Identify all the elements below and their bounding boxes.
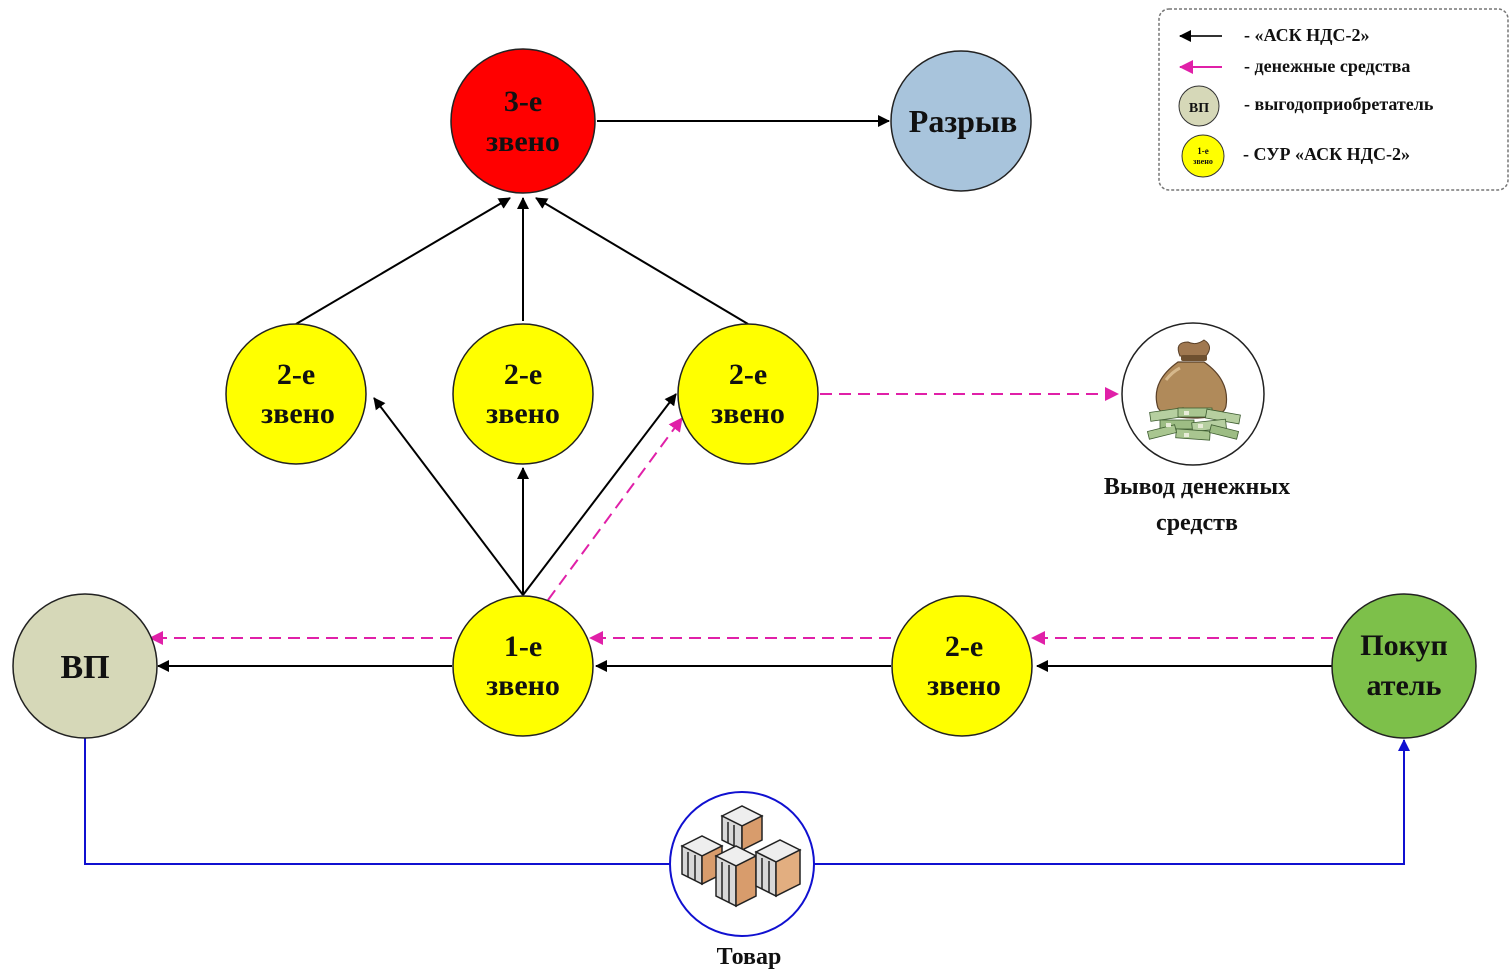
node-vp-circle xyxy=(12,593,158,739)
legend: - «АСК НДС-2» - денежные средства ВП - в… xyxy=(1158,8,1509,191)
node-second-right-line1: 2-е xyxy=(729,358,767,391)
boxes-icon xyxy=(680,805,802,908)
legend-item-sur: 1-е звено - СУР «АСК НДС-2» xyxy=(1181,134,1410,178)
node-first-link-line1: 1-е xyxy=(504,630,542,663)
legend-sur-symbol xyxy=(1181,134,1225,178)
goods-node: Товар xyxy=(669,791,815,970)
node-second-mid-circle xyxy=(452,323,594,465)
node-second-right-line2: звено xyxy=(711,397,785,430)
node-buyer-line2: атель xyxy=(1367,669,1442,702)
node-second-mid: 2-е звено xyxy=(452,323,594,465)
node-first-link-circle xyxy=(452,595,594,737)
node-second-mid-line1: 2-е xyxy=(504,358,542,391)
node-vp: ВП xyxy=(12,593,158,739)
legend-beneficiary-symbol-text: ВП xyxy=(1189,101,1209,116)
node-buyer-line1: Покуп xyxy=(1360,629,1447,662)
legend-beneficiary-symbol xyxy=(1178,85,1220,127)
money-withdrawal-caption-line2: средств xyxy=(1156,510,1238,536)
node-second-bottom-line2: звено xyxy=(927,669,1001,702)
money-arrows xyxy=(149,387,1333,645)
node-second-left-line1: 2-е xyxy=(277,358,315,391)
legend-item-beneficiary: ВП - выгодоприобретатель xyxy=(1178,85,1434,127)
node-buyer: Покуп атель xyxy=(1331,593,1477,739)
node-buyer-circle xyxy=(1331,593,1477,739)
money-withdrawal-caption-line1: Вывод денежных xyxy=(1104,474,1290,500)
node-break-label: Разрыв xyxy=(909,103,1017,139)
node-second-right-circle xyxy=(677,323,819,465)
node-second-bottom-circle xyxy=(891,595,1033,737)
legend-money-label: - денежные средства xyxy=(1244,56,1410,76)
node-second-bottom-line1: 2-е xyxy=(945,630,983,663)
node-first-link: 1-е звено xyxy=(452,595,594,737)
node-break-circle xyxy=(890,50,1032,192)
money-bag-icon xyxy=(1146,339,1241,441)
node-third-link-line1: 3-е xyxy=(504,85,542,118)
node-break: Разрыв xyxy=(890,50,1032,192)
legend-sur-symbol-line2: звено xyxy=(1193,157,1213,166)
node-second-left-line2: звено xyxy=(261,397,335,430)
node-first-link-line2: звено xyxy=(486,669,560,702)
legend-ask-label: - «АСК НДС-2» xyxy=(1244,25,1370,45)
node-vp-label: ВП xyxy=(60,649,109,686)
node-second-bottom: 2-е звено xyxy=(891,595,1033,737)
money-withdrawal-node: Вывод денежных средств xyxy=(1104,322,1290,536)
legend-sur-label: - СУР «АСК НДС-2» xyxy=(1243,144,1410,164)
node-second-mid-line2: звено xyxy=(486,397,560,430)
goods-caption: Товар xyxy=(717,944,782,970)
node-second-left-circle xyxy=(225,323,367,465)
legend-sur-symbol-line1: 1-е xyxy=(1197,146,1209,156)
legend-item-ask: - «АСК НДС-2» xyxy=(1179,25,1370,45)
node-third-link-circle xyxy=(450,48,596,194)
node-second-right: 2-е звено xyxy=(677,323,819,465)
goods-flow-line xyxy=(84,738,1410,865)
ask-arrows xyxy=(157,115,1333,672)
node-second-left: 2-е звено xyxy=(225,323,367,465)
legend-beneficiary-label: - выгодоприобретатель xyxy=(1244,94,1434,114)
legend-item-money: - денежные средства xyxy=(1179,56,1410,76)
node-third-link: 3-е звено xyxy=(450,48,596,194)
node-third-link-line2: звено xyxy=(486,125,560,158)
